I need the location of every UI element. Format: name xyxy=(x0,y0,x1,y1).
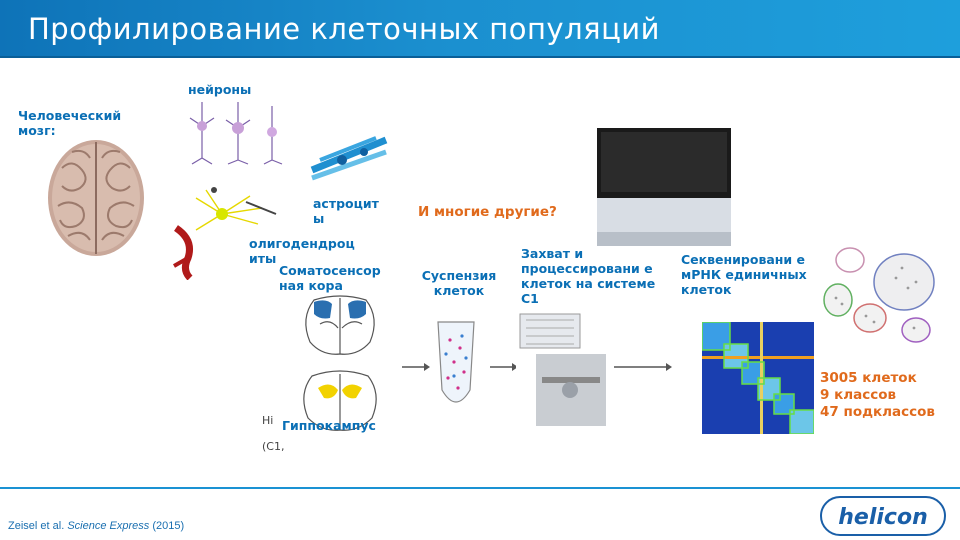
clusters-image xyxy=(816,238,940,350)
logo-text: helicon xyxy=(838,505,927,530)
citation: Zeisel et al. Science Express (2015) xyxy=(8,520,184,532)
heatmap-image xyxy=(702,322,814,434)
label-many-others: И многие другие? xyxy=(418,204,557,221)
arrow-icon xyxy=(612,360,672,374)
result-classes: 9 классов xyxy=(820,387,950,404)
tube-image xyxy=(432,318,480,416)
label-oligodendrocytes: олигодендроц иты xyxy=(249,236,349,266)
citation-authors: Zeisel et al. xyxy=(8,520,64,532)
brain-image xyxy=(42,128,150,278)
label-astrocytes: астроцит ы xyxy=(313,196,391,226)
slide-title: Профилирование клеточных популяций xyxy=(28,12,660,46)
label-somatosensory: Соматосенсор ная кора xyxy=(279,263,399,293)
label-suspension: Суспензия клеток xyxy=(418,268,500,298)
helicon-logo: helicon xyxy=(820,496,946,536)
arrow-icon xyxy=(400,360,430,374)
label-hippocampus: Гиппокампус xyxy=(282,418,376,433)
arrow-icon xyxy=(488,360,518,374)
title-bar: Профилирование клеточных популяций xyxy=(0,0,960,58)
result-cells: 3005 клеток xyxy=(820,370,950,387)
astrocytes-image xyxy=(306,130,392,186)
label-sequencing: Секвенировани е мРНК единичных клеток xyxy=(681,252,811,297)
svg-text:(C1,: (C1, xyxy=(262,440,284,453)
citation-journal: Science Express xyxy=(67,520,149,532)
label-human-brain: Человеческий мозг: xyxy=(18,108,138,138)
label-capture: Захват и процессировани е клеток на сист… xyxy=(521,246,659,306)
result-summary: 3005 клеток 9 классов 47 подклассов xyxy=(820,370,950,421)
neurons-image xyxy=(172,98,296,166)
label-neurons: нейроны xyxy=(188,82,251,97)
result-subclasses: 47 подклассов xyxy=(820,404,950,421)
footer-divider xyxy=(0,487,960,489)
microfluidic-image xyxy=(516,310,608,430)
citation-year: (2015) xyxy=(152,520,184,532)
svg-text:Hi: Hi xyxy=(262,414,273,427)
c1-device-image xyxy=(597,128,731,246)
